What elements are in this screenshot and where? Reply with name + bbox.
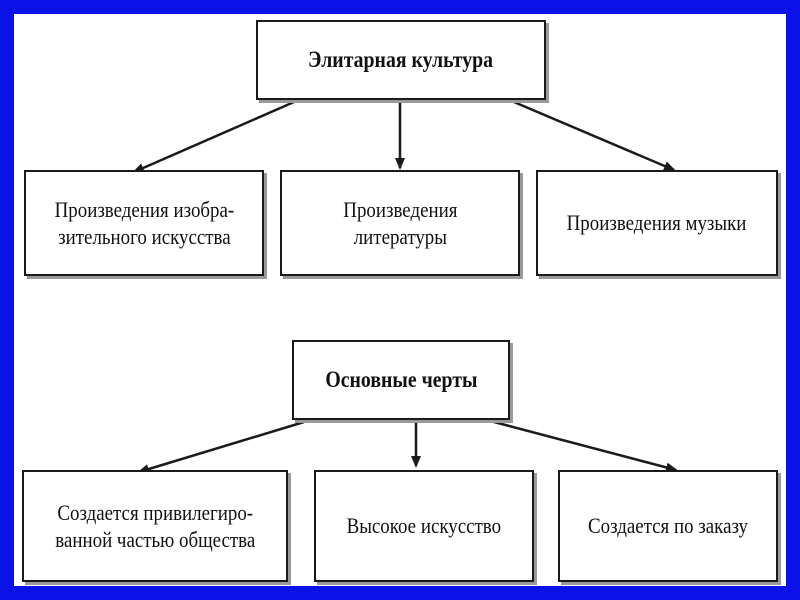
- visual-art-box: Произведения изобра- зительного искусств…: [24, 170, 264, 276]
- privileged-label: Создается привилегиро- ванной частью общ…: [54, 499, 255, 553]
- literature-label: Произведения литературы: [342, 196, 458, 250]
- slide-canvas: Элитарная культура Произведения изобра- …: [14, 14, 786, 586]
- literature-box: Произведения литературы: [280, 170, 520, 276]
- privileged-box: Создается привилегиро- ванной частью общ…: [22, 470, 288, 582]
- commission-box: Создается по заказу: [558, 470, 778, 582]
- main-features-title: Основные черты: [324, 366, 478, 392]
- high-art-box: Высокое искусство: [314, 470, 534, 582]
- commission-label: Создается по заказу: [587, 513, 748, 539]
- arrow-bottom-to-privileged: [137, 420, 305, 474]
- elite-culture-title-box: Элитарная культура: [256, 20, 546, 100]
- elite-culture-title: Элитарная культура: [308, 46, 494, 72]
- high-art-label: Высокое искусство: [346, 513, 502, 539]
- arrow-bottom-to-commission: [493, 420, 678, 473]
- music-label: Произведения музыки: [567, 210, 747, 236]
- main-features-title-box: Основные черты: [292, 340, 510, 420]
- music-box: Произведения музыки: [536, 170, 778, 276]
- visual-art-label: Произведения изобра- зительного искусств…: [54, 196, 234, 250]
- arrow-top-to-music: [513, 100, 676, 172]
- connector-arrows: [132, 100, 678, 474]
- arrow-top-to-visual-art: [132, 100, 295, 174]
